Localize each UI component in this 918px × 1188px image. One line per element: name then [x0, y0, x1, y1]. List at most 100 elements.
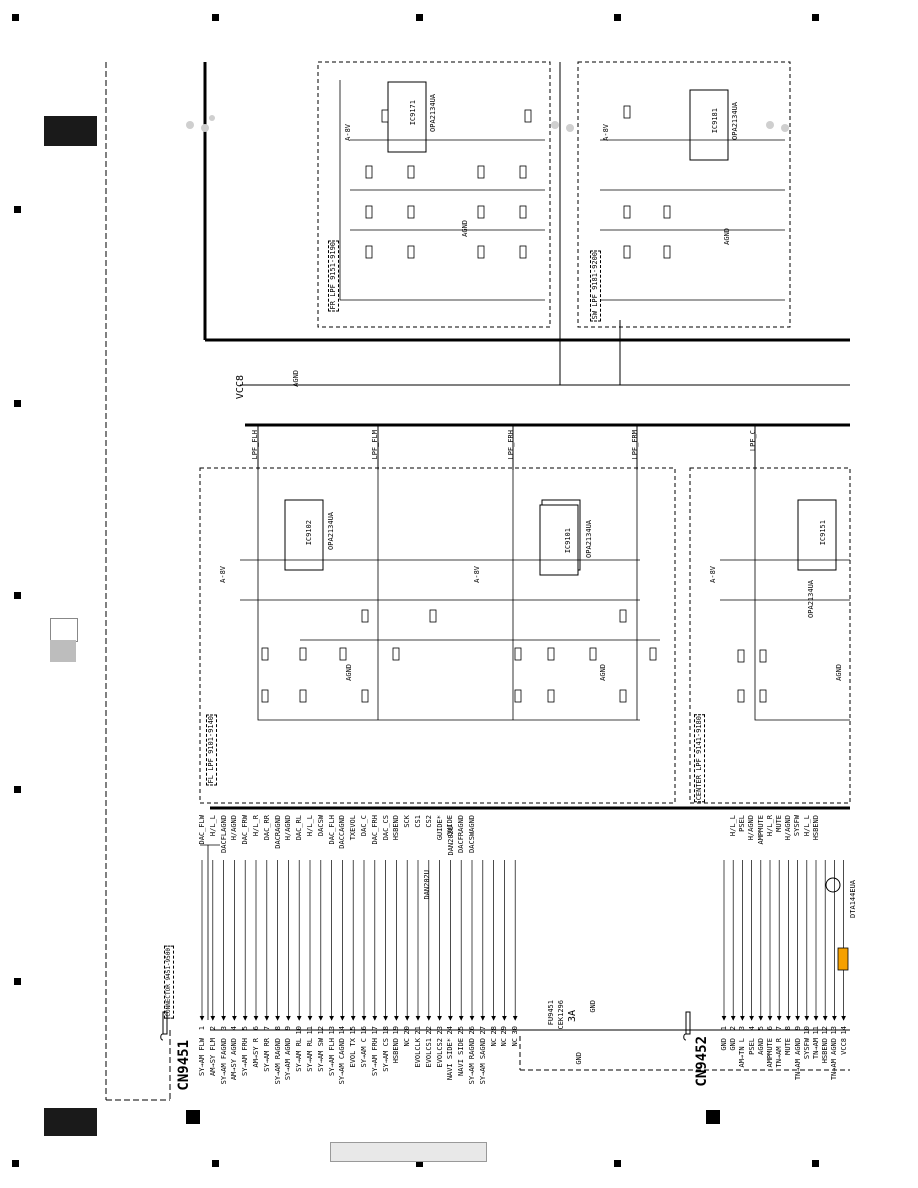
connector-pin-number: 6 — [766, 1026, 774, 1031]
connector-pin-number: 4 — [230, 1026, 239, 1031]
signal-name: AMPMUTE — [756, 815, 765, 845]
page-block-marker — [186, 1110, 200, 1124]
connector-pin-name: SY→AM RL — [295, 1038, 304, 1072]
connector-pin-number: 12 — [316, 1026, 325, 1035]
signal-name: DAC_C — [360, 815, 368, 837]
signal-name: DAC_FRH — [370, 815, 379, 845]
signal-name: DAC_RR — [262, 815, 271, 841]
connector-pin-name: NC — [403, 1038, 412, 1047]
connector-pin-number: 14 — [338, 1026, 347, 1035]
connector-pin-number: 9 — [284, 1026, 293, 1031]
connector-pin-number: 8 — [273, 1026, 282, 1031]
connector-pin-number: 16 — [360, 1026, 368, 1035]
connector-pin-number: 17 — [370, 1026, 379, 1035]
connector-pin-number: 15 — [349, 1026, 358, 1035]
connector-pin-number: 19 — [392, 1026, 401, 1035]
connector-pin-name: HSBEND — [392, 1038, 401, 1064]
ic9151-part: OPA2134UA — [807, 580, 815, 618]
connector-pin-name: NC — [489, 1038, 498, 1047]
ic9102-package — [284, 499, 324, 571]
fr-lpf-label: FR LPF 9151-9190 — [328, 240, 339, 312]
connector-pin-number: 7 — [262, 1026, 271, 1031]
signal-name: H/L_L — [306, 815, 314, 837]
signal-name: DAC_FRW — [241, 815, 250, 845]
connector-pin-name: EVOLCS1 — [424, 1038, 433, 1068]
agnd-label: AGND — [292, 370, 300, 387]
lpf-frh-label: LPF_FRH — [507, 430, 515, 460]
connector-pin-name: SY→AM FAGND — [219, 1038, 228, 1085]
connector-pin-number: 13 — [830, 1026, 839, 1035]
signal-name: H/AGND — [230, 815, 239, 841]
signal-name: GUIDE — [446, 815, 455, 837]
signal-name: H/L_L — [802, 815, 811, 837]
section-tab — [44, 1108, 97, 1136]
connector-pin-number: 5 — [756, 1026, 765, 1031]
connector-pin-name: PSEL — [747, 1038, 756, 1055]
connector-pin-number: 21 — [414, 1026, 422, 1035]
connector-pin-name: GND — [720, 1038, 728, 1051]
signal-name: DACFRAGND — [457, 815, 466, 853]
center-lpf-label: CENTER LPF 9141-9180 — [694, 714, 705, 803]
connector-pin-name: SY→AM RL — [306, 1038, 314, 1072]
connector-pin-name: AMPMUTE — [766, 1038, 774, 1068]
column-marker — [212, 1160, 219, 1167]
gnd-label: GND — [589, 1000, 597, 1013]
connector-pin-number: 30 — [511, 1026, 520, 1035]
agnd-label: AGND — [599, 664, 607, 681]
ic9151-ref: IC9151 — [819, 520, 827, 546]
connector-pin-number: 10 — [295, 1026, 304, 1035]
signal-name: DAC_FLH — [327, 815, 336, 845]
connector-pin-name: EVOLCLK — [414, 1038, 422, 1068]
cn9452-title: CN9452 — [694, 1036, 710, 1087]
signal-name: H/AGND — [747, 815, 756, 841]
signal-name: H/AGND — [784, 815, 793, 841]
highlight-marker — [837, 947, 849, 971]
signal-name: H/L_L — [729, 815, 737, 837]
a8v-label: A-8V — [473, 566, 481, 583]
connector-pin-number: 20 — [403, 1026, 412, 1035]
agnd-label: AGND — [835, 664, 843, 681]
connector-pin-number: 3 — [219, 1026, 228, 1031]
diode-part: DAN202U — [423, 870, 431, 900]
connector-pin-number: 3 — [738, 1026, 747, 1031]
signal-name: DACRAGND — [273, 815, 282, 849]
signal-name: SYSFW — [793, 815, 802, 837]
connector-pin-name: EVOL TX — [349, 1038, 358, 1068]
connector-pin-number: 24 — [446, 1026, 455, 1035]
connector-pin-number: 27 — [478, 1026, 487, 1035]
connector-pin-name: VCC8 — [839, 1038, 848, 1055]
a8v-label: A-8V — [344, 124, 352, 141]
signal-name: H/L_R — [765, 815, 774, 837]
fuse-ref: FU9451 — [547, 1000, 555, 1026]
connector-pin-name: TN→AM AGND — [793, 1038, 802, 1081]
cn9451-group-label: CONNECTOR 9451-9500 — [164, 946, 174, 1019]
lpf-c-label: LPF_C — [749, 430, 757, 452]
connector-pin-name: HSBEND — [821, 1038, 830, 1064]
connector-pin-number: 26 — [468, 1026, 476, 1035]
column-marker — [614, 1160, 621, 1167]
transistor-part: DTA144EUA — [849, 880, 857, 918]
signal-name: DACSW — [316, 815, 325, 837]
column-marker — [416, 1160, 423, 1167]
page-block-marker — [706, 1110, 720, 1124]
a8v-label: A-8V — [602, 124, 610, 141]
connector-pin-name: SY→AM FRH — [241, 1038, 250, 1076]
connector-pin-number: 12 — [821, 1026, 830, 1035]
sw-lpf-label: SW LPF 9181-9200 — [590, 250, 601, 322]
ic9171-part: OPA2134UA — [429, 94, 437, 132]
lpf-frm-label: LPF_FRM — [631, 430, 639, 460]
connector-pin-number: 1 — [198, 1026, 206, 1031]
signal-name: MUTE — [775, 815, 783, 832]
signal-name: DAC_CS — [381, 815, 390, 841]
connector-pin-name: TN→AM AGND — [830, 1038, 839, 1081]
signal-name: CS1 — [414, 815, 422, 828]
connector-pin-name: NAVI SIDE* — [446, 1038, 455, 1081]
signal-name: HSBEND — [392, 815, 401, 841]
connector-pin-number: 14 — [839, 1026, 848, 1035]
connector-pin-name: AM→TN L — [738, 1038, 747, 1068]
row-marker — [14, 786, 21, 793]
connector-pin-number: 25 — [457, 1026, 466, 1035]
column-marker — [212, 14, 219, 21]
ic9181-ref: IC9181 — [711, 108, 719, 134]
